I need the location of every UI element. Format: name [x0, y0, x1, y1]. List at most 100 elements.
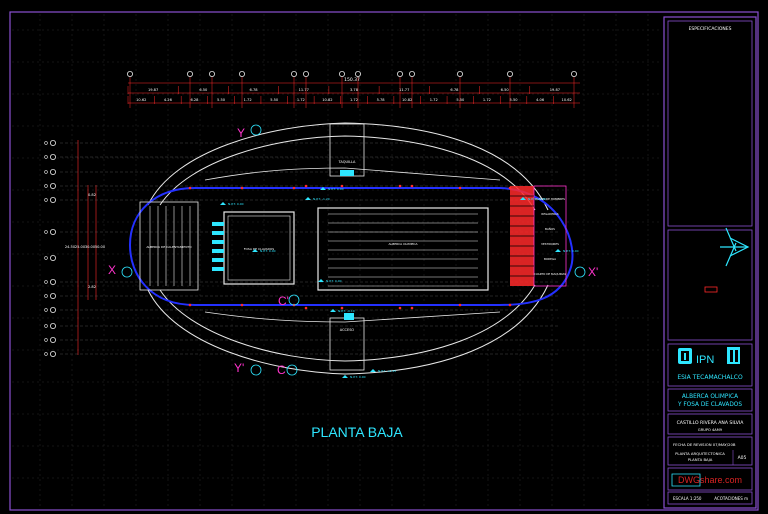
level-label: N.P.T. 0.00 — [328, 187, 344, 191]
top-axis-marker — [396, 71, 403, 78]
dimension-label: 5.50 — [510, 98, 519, 102]
diving-board — [212, 222, 224, 226]
ipn-logo — [678, 348, 692, 364]
level-label: N.P.T. 0.00 — [228, 202, 244, 206]
top-axis-marker — [290, 71, 297, 78]
school-line: ESIA TECAMACHALCO — [677, 374, 743, 381]
section-y-top: Y — [237, 126, 245, 140]
author-name: CASTILLO RIVERA ANA SILVIA — [677, 420, 745, 426]
pool-deck-outline — [128, 187, 574, 306]
section-c-bottom: C — [277, 363, 286, 377]
diving-pit: FOSA DE CLAVADOS — [212, 211, 295, 285]
locker-rooms: BAÑOS DE HOMBRESREGADERASBAÑOSVESTIDORES… — [510, 185, 567, 287]
left-axis-sub-marker — [44, 184, 48, 188]
dimension-label: 5.50 — [217, 98, 226, 102]
level-label: N.P.T. +0.45 — [528, 197, 546, 201]
left-axis-sub-marker — [44, 256, 48, 260]
sheet-logo-box — [671, 473, 701, 487]
left-axis-marker — [50, 292, 57, 299]
column-dot — [458, 303, 462, 307]
dimension-label: 1.72 — [483, 98, 491, 102]
top-axis-marker — [571, 71, 578, 78]
top-dimension-lines — [128, 82, 580, 104]
key-plan-marker — [704, 286, 718, 293]
dimension-label: 4.26 — [164, 98, 173, 102]
dimension-label: 11.77 — [399, 88, 409, 92]
top-axis-marker — [354, 71, 361, 78]
diving-board — [212, 267, 224, 271]
left-axis-sub-marker — [44, 170, 48, 174]
left-axis-sub-marker — [44, 294, 48, 298]
diving-board — [212, 249, 224, 253]
left-axis-sub-marker — [44, 230, 48, 234]
level-marker-icon — [305, 197, 311, 200]
dimension-label: 6.28 — [190, 98, 199, 102]
warm-up-pool-label: ALBERCA DE CALENTAMIENTO — [146, 245, 192, 249]
left-grid-axis-markers — [44, 139, 57, 357]
section-markers: Y Y' X X' C' C — [108, 126, 598, 377]
locker-room-label: BAÑOS DE HOMBRES — [535, 196, 565, 201]
level-label: N.P.T. +0.45 — [378, 369, 396, 373]
left-axis-marker — [50, 153, 57, 160]
dimension-label: 6.78 — [250, 88, 259, 92]
level-label: N.P.T. 0.00 — [563, 249, 579, 253]
total-dimension: 150.37 — [344, 77, 360, 83]
column-dot — [410, 184, 414, 188]
column-dot — [410, 306, 414, 310]
top-axis-marker — [302, 71, 309, 78]
top-axis-marker — [456, 71, 463, 78]
column-dot — [398, 306, 402, 310]
column-dot — [340, 306, 344, 310]
title-block: ESPECIFICACIONES IPN ESIA TECAMACHALCO A… — [663, 16, 757, 509]
column-dot — [458, 186, 462, 190]
level-label: N.P.T. -0.10 — [338, 309, 355, 313]
outer-canopy — [147, 122, 549, 375]
project-line-1: ALBERCA OLIMPICA — [682, 394, 738, 400]
vertical-dimension-label: 24.50 — [65, 245, 76, 249]
section-y-bottom: Y' — [234, 361, 244, 375]
dimension-label: 5.78 — [377, 98, 386, 102]
dimension-label: 3.78 — [350, 88, 359, 92]
section-x-right: X' — [588, 265, 598, 279]
left-axis-sub-marker — [44, 198, 48, 202]
specs-title: ESPECIFICACIONES — [689, 26, 732, 32]
dimension-label: 19.87 — [148, 88, 158, 92]
column-dot — [304, 184, 308, 188]
sheet-frame — [9, 11, 759, 511]
column-dot — [304, 306, 308, 310]
level-label: N.P.T. -1.20 — [313, 197, 330, 201]
side-dimension-label: 2.82 — [88, 285, 96, 289]
locker-room-label: CUARTO DE MAQUINAS — [534, 272, 567, 276]
dimension-label: 1.72 — [430, 98, 438, 102]
column-dot — [508, 303, 512, 307]
dimension-label: 19.87 — [550, 88, 560, 92]
left-axis-marker — [50, 196, 57, 203]
group-name: GRUPO 4AM9 — [698, 428, 723, 432]
left-axis-marker — [50, 278, 57, 285]
level-label: N.P.T. 0.00 — [260, 249, 276, 253]
diving-board — [212, 240, 224, 244]
level-marker-icon — [330, 309, 336, 312]
left-axis-sub-marker — [44, 155, 48, 159]
section-x-left: X — [108, 263, 116, 277]
left-dimension-lines — [77, 140, 97, 355]
side-dimension-label: 0.82 — [88, 193, 96, 197]
building-contour — [204, 167, 501, 323]
top-axis-marker — [127, 71, 134, 78]
locker-room-label: VESTIDORES — [541, 242, 559, 246]
top-axis-marker — [506, 71, 513, 78]
north-arrow-icon — [720, 227, 750, 267]
south-room-label: ACCESO — [340, 328, 355, 332]
left-axis-marker — [50, 139, 57, 146]
extension-lines — [60, 142, 560, 355]
section-c-top: C' — [278, 294, 289, 308]
vertical-dimension-label: 30.00 — [85, 245, 96, 249]
diving-board — [212, 231, 224, 235]
revision-date: FECHA DE REVISION 07/MAY/20B — [673, 442, 736, 447]
left-axis-sub-marker — [44, 308, 48, 312]
column-dot — [340, 184, 344, 188]
dimension-label: 5.50 — [456, 98, 465, 102]
